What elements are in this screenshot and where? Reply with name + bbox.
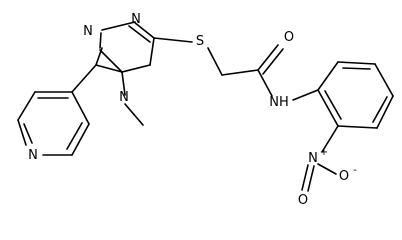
bond [337, 125, 378, 129]
atom-label-n-triazole-1: N [83, 24, 93, 39]
bond [124, 103, 144, 126]
bond [121, 64, 151, 73]
bond [321, 125, 339, 153]
bond [71, 123, 90, 156]
bond [95, 64, 123, 73]
bond [262, 48, 284, 75]
bond [99, 32, 102, 49]
bond [221, 69, 259, 76]
atom-charge-minus: - [353, 165, 357, 176]
bond [71, 64, 97, 93]
bond [376, 95, 394, 129]
bond [17, 91, 36, 121]
bond [149, 37, 155, 66]
bond [121, 71, 126, 96]
structure-canvas: N N N S O N NH N + O - O [17, 12, 394, 208]
bond [207, 47, 223, 76]
atom-label-o-nitro-double: O [298, 193, 308, 208]
atom-label-n-triazole-4: N [119, 90, 129, 105]
bond [292, 89, 319, 101]
atom-label-o-nitro-minus: O [339, 169, 349, 184]
bond [374, 63, 394, 97]
bond [257, 69, 273, 97]
bond [324, 90, 342, 120]
bond [128, 25, 151, 43]
bond [133, 21, 155, 39]
atom-label-o-carbonyl: O [284, 30, 294, 45]
bond [317, 89, 339, 127]
atom-label-n-triazole-2: N [131, 12, 141, 27]
bond [99, 49, 123, 73]
bond [95, 47, 103, 66]
bond [342, 67, 371, 70]
atom-label-n-pyridine: N [28, 148, 38, 163]
bond [317, 163, 337, 175]
atom-label-nh-amide: NH [269, 95, 289, 110]
bond [23, 123, 33, 144]
bond [317, 61, 339, 91]
bond [301, 164, 309, 191]
bond [307, 165, 315, 192]
atom-label-sulfur: S [196, 34, 204, 49]
bond [337, 61, 376, 65]
bond [257, 44, 279, 71]
bond [153, 37, 193, 43]
bond [101, 21, 136, 31]
bond [372, 96, 388, 123]
molecule-drawing: N N N S O N NH N + O - O [17, 12, 394, 208]
bond [71, 91, 90, 125]
bond [66, 122, 83, 150]
atom-charge-plus: + [320, 147, 328, 158]
bond [17, 119, 27, 146]
atom-label-n-nitro: N [308, 151, 318, 166]
